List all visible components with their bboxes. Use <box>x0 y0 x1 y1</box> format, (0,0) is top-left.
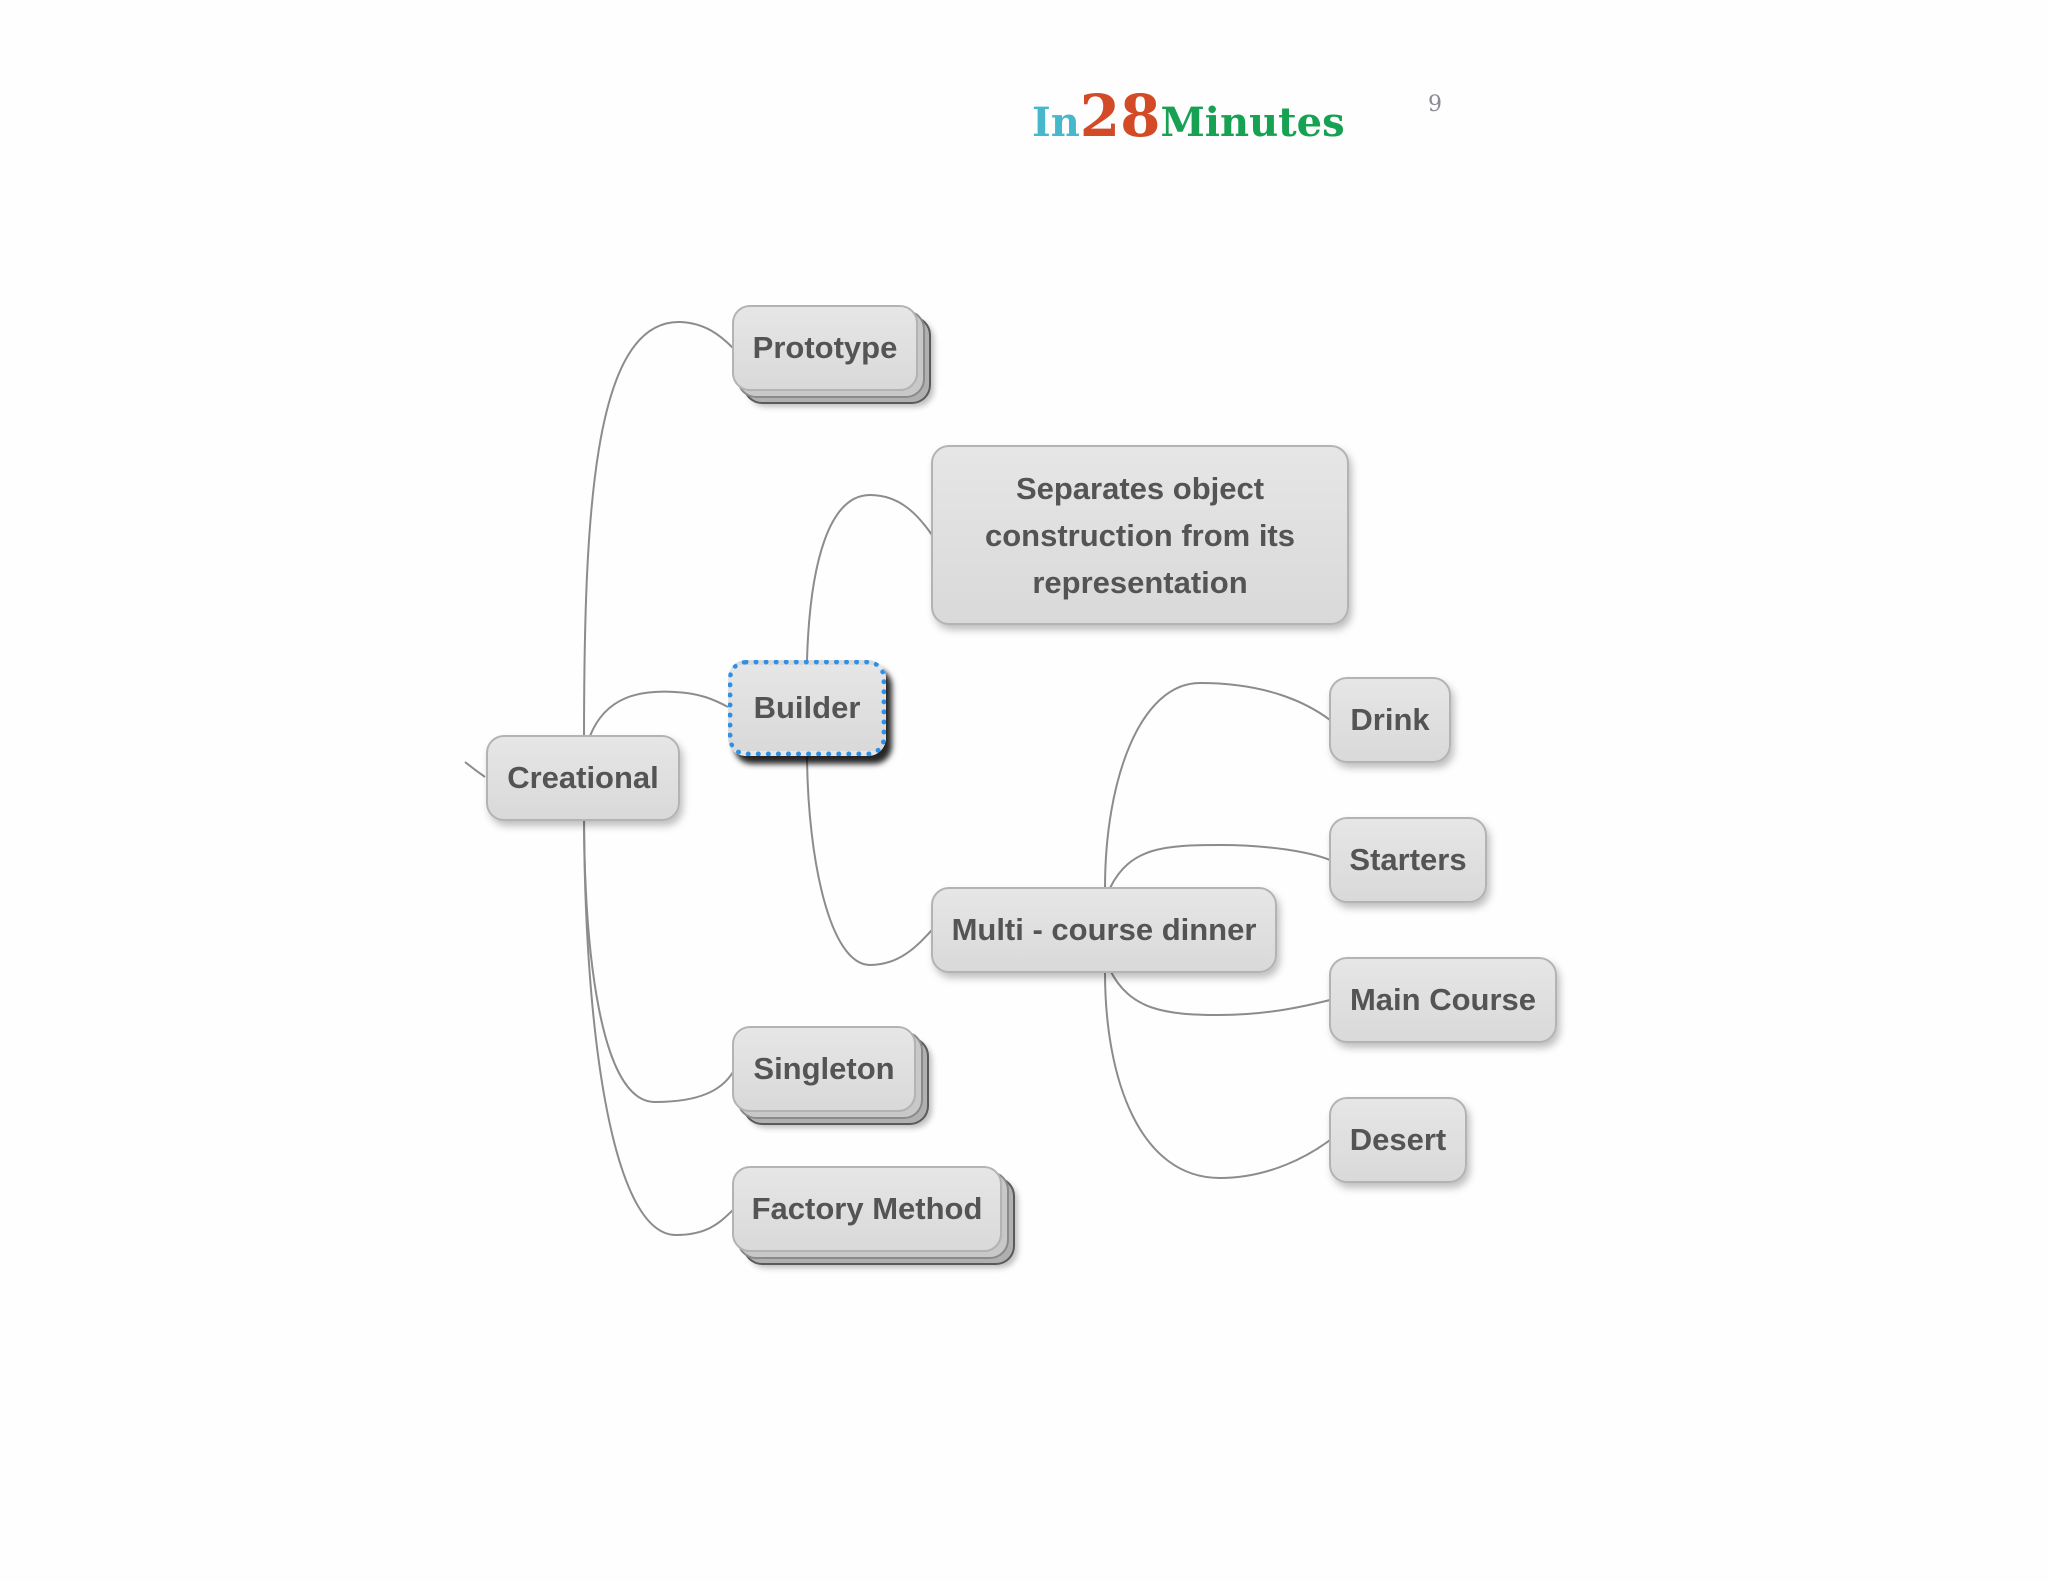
logo-part-in: In <box>1032 99 1080 146</box>
node-builder-description[interactable]: Separates object construction from its r… <box>931 445 1349 625</box>
connector-root-factory-method <box>583 809 734 1237</box>
page-number: 9 <box>1428 92 1442 117</box>
node-creational[interactable]: Creational <box>486 735 680 821</box>
connector-example-desert <box>1104 971 1331 1180</box>
connector-example-drink <box>1104 681 1331 889</box>
connector-root-incoming <box>464 761 486 778</box>
node-multi-course-dinner[interactable]: Multi - course dinner <box>931 887 1277 973</box>
connector-example-starters <box>1109 843 1331 889</box>
node-prototype[interactable]: Prototype <box>732 305 918 391</box>
logo-part-minutes: Minutes <box>1160 99 1345 146</box>
node-main-course[interactable]: Main Course <box>1329 957 1557 1043</box>
node-starters[interactable]: Starters <box>1329 817 1487 903</box>
node-builder[interactable]: Builder <box>728 660 886 756</box>
connector-root-builder <box>589 690 729 737</box>
node-drink[interactable]: Drink <box>1329 677 1451 763</box>
connector-builder-description <box>806 493 933 661</box>
connector-example-main-course <box>1109 969 1331 1017</box>
connector-root-prototype <box>583 320 734 747</box>
node-factory-method[interactable]: Factory Method <box>732 1166 1002 1252</box>
node-singleton[interactable]: Singleton <box>732 1026 916 1112</box>
logo-part-28: 28 <box>1079 82 1161 150</box>
connector-builder-example <box>806 756 933 967</box>
in28minutes-logo: In28Minutes <box>1032 86 1345 153</box>
connector-root-singleton <box>583 809 734 1104</box>
node-desert[interactable]: Desert <box>1329 1097 1467 1183</box>
